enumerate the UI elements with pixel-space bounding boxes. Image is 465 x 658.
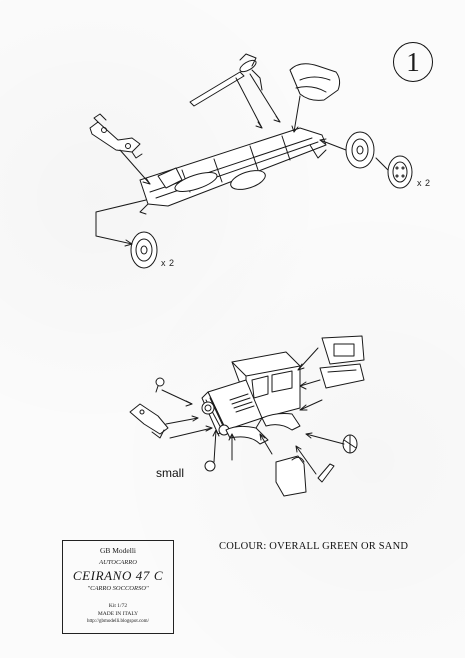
chassis-frame <box>139 127 327 215</box>
assembly-arrows-chassis <box>95 73 389 247</box>
wheel-quantity-right: x 2 <box>417 178 431 188</box>
steering-column-part <box>189 53 263 107</box>
kit-made-in: MADE IN ITALY <box>97 611 139 617</box>
step-number-badge: 1 <box>393 42 433 82</box>
colour-note: COLOUR: OVERALL GREEN OR SAND <box>219 541 409 552</box>
kit-label-box: GB Modelli AUTOCARRO CEIRANO 47 C "CARRO… <box>62 540 174 634</box>
cab-body <box>201 351 301 445</box>
wheel-left <box>130 231 158 269</box>
front-axle-part <box>89 113 143 159</box>
wheel-right-a <box>345 131 375 169</box>
cab-seat-part <box>319 335 365 389</box>
kit-scale: Kit 1/72 <box>108 603 128 609</box>
kit-type: AUTOCARRO <box>99 559 137 566</box>
step-number: 1 <box>406 46 420 77</box>
small-parts-left <box>129 377 216 472</box>
kit-model: CEIRANO 47 C <box>72 568 164 583</box>
kit-subtitle: "CARRO SOCCORSO" <box>87 585 149 592</box>
kit-brand: GB Modelli <box>99 546 137 555</box>
seat-part <box>289 63 341 101</box>
assembly-arrows-cab <box>161 347 345 475</box>
chassis-bottom-part <box>275 434 358 497</box>
small-part-callout: small <box>156 466 185 480</box>
wheel-quantity-left: x 2 <box>161 258 175 268</box>
kit-url: http://gbmodelli.blogspot.com/ <box>87 619 149 624</box>
wheel-right-b <box>387 155 413 189</box>
